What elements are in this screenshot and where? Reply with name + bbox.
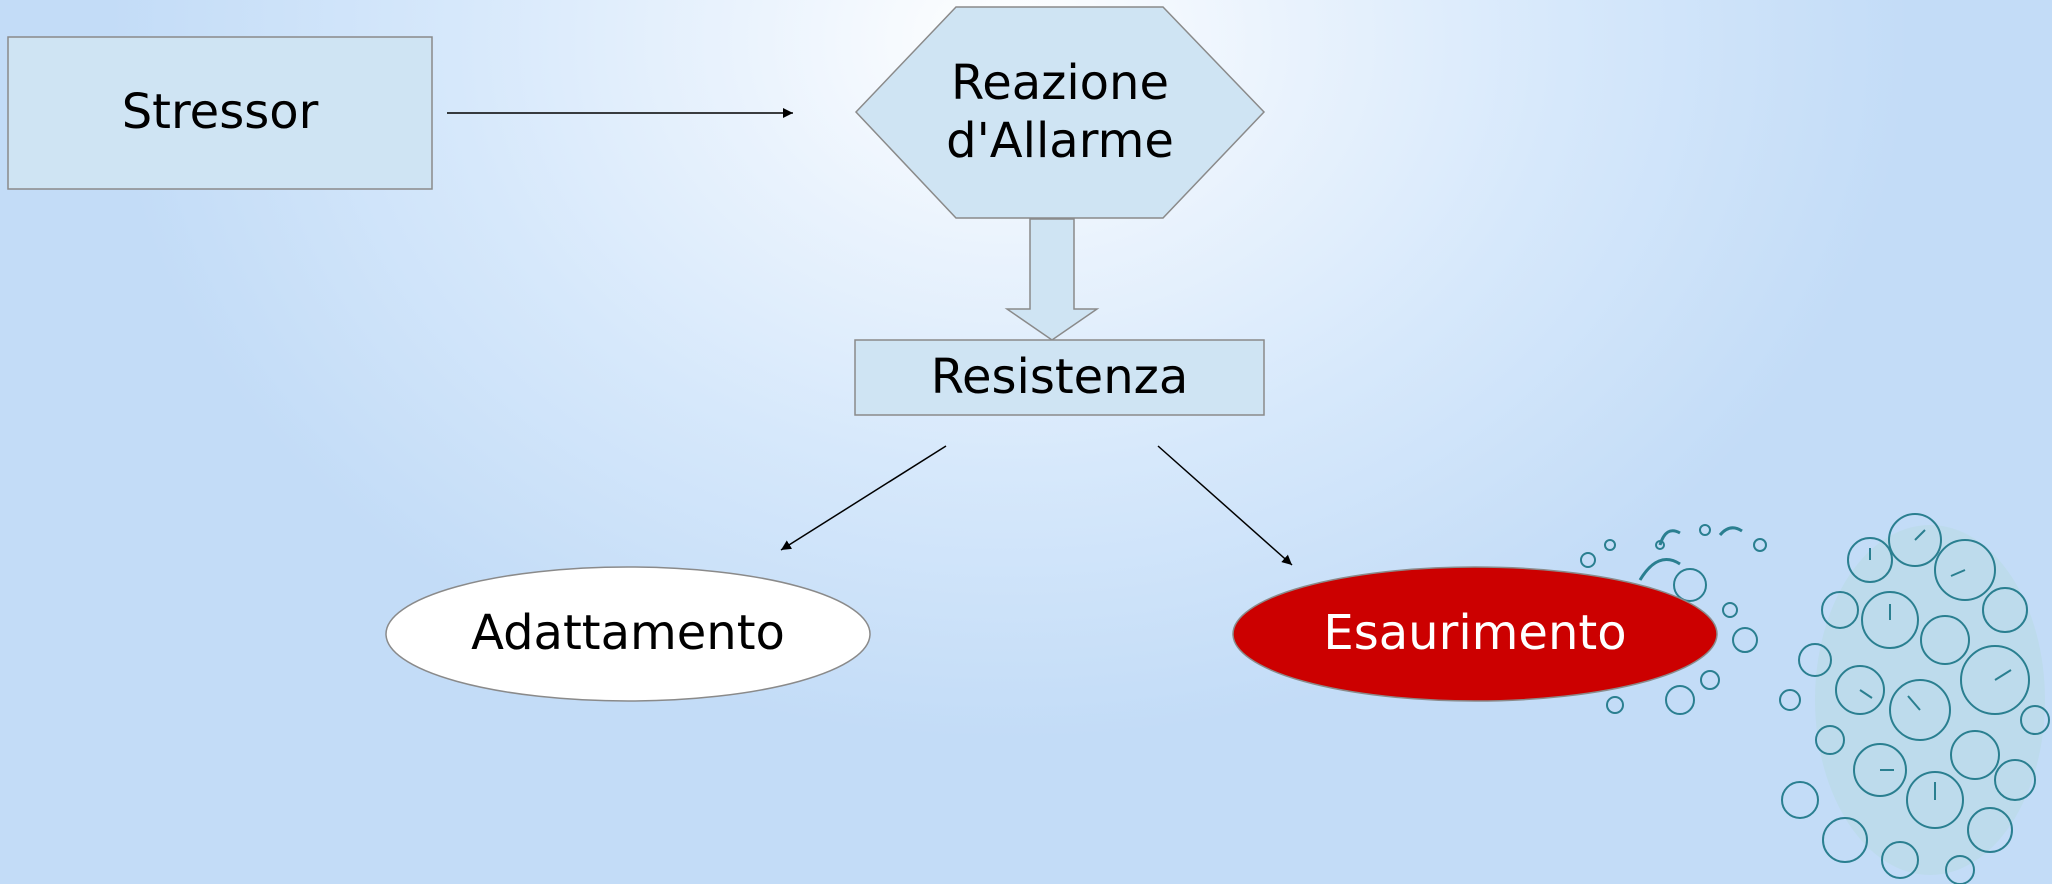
alarm-hexagon bbox=[854, 6, 1266, 219]
stressor-box bbox=[7, 36, 433, 190]
arrow-resistance-to-exhaustion bbox=[1157, 445, 1293, 566]
exhaustion-ellipse bbox=[1232, 566, 1718, 702]
resistance-text: Resistenza bbox=[930, 348, 1189, 405]
adaptation-label: Adattamento bbox=[386, 567, 870, 701]
resistance-label: Resistenza bbox=[855, 340, 1264, 415]
stressor-label: Stressor bbox=[8, 37, 432, 189]
bubble-clock-head-icon bbox=[1580, 513, 2050, 884]
exhaustion-text: Esaurimento bbox=[1323, 605, 1627, 662]
block-arrow-alarm-to-resistance bbox=[1004, 218, 1100, 341]
resistance-box bbox=[854, 339, 1265, 416]
adaptation-text: Adattamento bbox=[471, 605, 785, 662]
alarm-label: Reazione d'Allarme bbox=[900, 7, 1220, 218]
alarm-text-line1: Reazione bbox=[951, 54, 1169, 111]
adaptation-ellipse bbox=[385, 566, 871, 702]
alarm-text-line2: d'Allarme bbox=[946, 112, 1174, 169]
exhaustion-label: Esaurimento bbox=[1233, 567, 1717, 701]
arrow-resistance-to-adaptation bbox=[780, 445, 947, 551]
stressor-text: Stressor bbox=[121, 84, 319, 141]
